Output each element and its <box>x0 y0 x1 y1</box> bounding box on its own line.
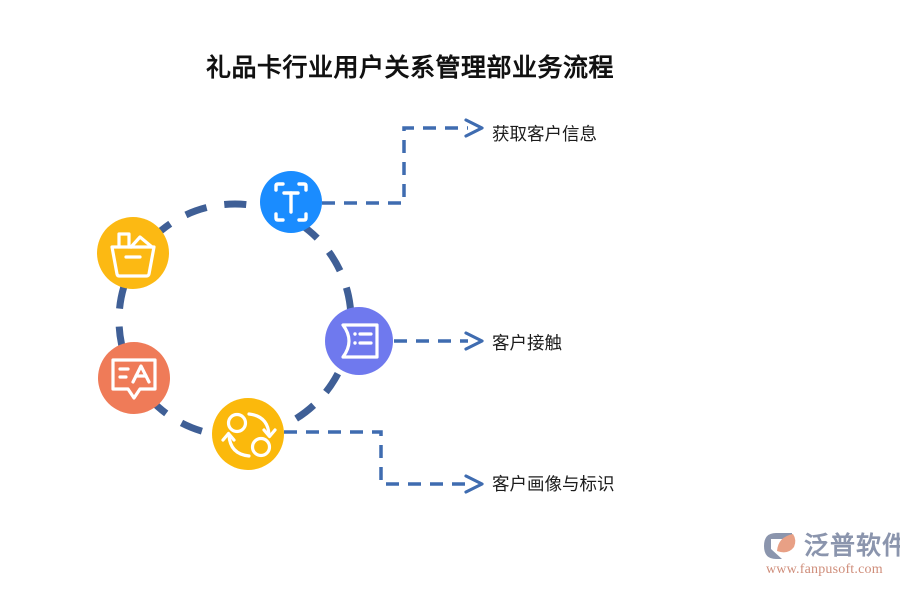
translate-chat-icon <box>111 358 157 400</box>
brand-wordmark: 泛普软件 <box>804 532 900 560</box>
node-archive[interactable] <box>97 217 169 289</box>
archive-folder-icon <box>110 232 156 278</box>
process-ring-dashed <box>115 200 355 440</box>
flow-label-contact: 客户接触 <box>492 333 562 353</box>
brand-mark-icon <box>764 533 796 559</box>
brand-logo: 泛普软件 www.fanpusoft.com <box>762 530 900 588</box>
arrow-head-acquire <box>464 118 484 138</box>
connector-contact <box>394 331 484 351</box>
text-scan-icon <box>274 182 308 222</box>
connector-acquire <box>322 118 484 205</box>
node-translate[interactable] <box>98 342 170 414</box>
ticket-list-icon <box>341 323 379 359</box>
arrow-head-contact <box>464 331 484 351</box>
page-title: 礼品卡行业用户关系管理部业务流程 <box>205 54 614 82</box>
connector-profile <box>284 430 484 494</box>
flow-label-acquire: 获取客户信息 <box>492 124 597 144</box>
sync-contacts-icon <box>221 412 277 458</box>
node-ticket-list[interactable] <box>325 307 393 375</box>
brand-url: www.fanpusoft.com <box>766 562 883 577</box>
flow-label-profile: 客户画像与标识 <box>492 474 615 494</box>
node-archive-circle <box>97 217 169 289</box>
arrow-head-profile <box>464 474 484 494</box>
node-sync-contacts[interactable] <box>212 398 284 470</box>
node-ticket-list-circle <box>325 307 393 375</box>
node-scan-text[interactable] <box>260 171 322 233</box>
